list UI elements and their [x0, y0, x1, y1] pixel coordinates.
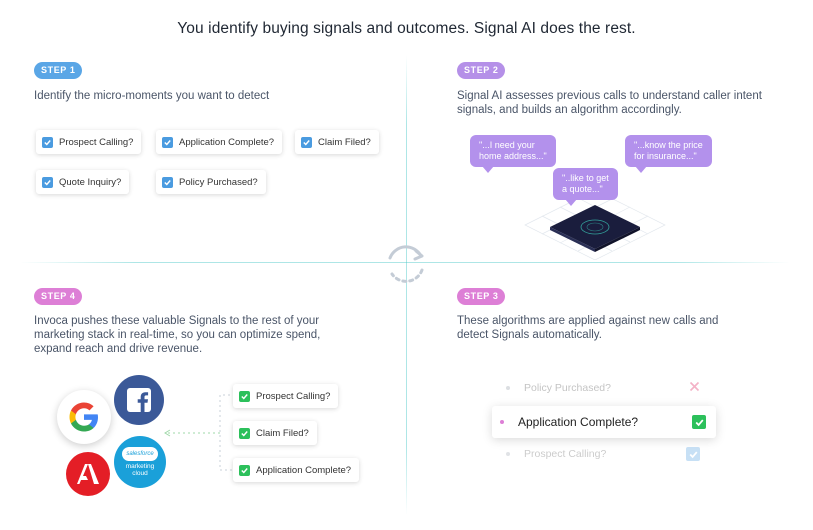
step1-chip-policy-purchased[interactable]: Policy Purchased? [156, 170, 266, 194]
step4-chip-prospect-calling[interactable]: Prospect Calling? [233, 384, 339, 408]
bubble-line: home address..." [479, 151, 547, 161]
step2-description-line2: signals, and builds an algorithm accordi… [457, 104, 682, 116]
checkbox-icon [42, 176, 53, 188]
bubble-line: "...know the price [634, 140, 703, 150]
vertical-divider [406, 55, 407, 515]
checkbox-icon [42, 136, 53, 148]
step1-chip-application-complete[interactable]: Application Complete? [156, 130, 283, 154]
salesforce-marketing-text: marketing [125, 463, 155, 470]
connector-lines [160, 392, 240, 482]
step4-description-line2: marketing stack in real-time, so you can… [34, 329, 321, 341]
step2-description-line1: Signal AI assesses previous calls to und… [457, 90, 762, 102]
step1-chip-claim-filed[interactable]: Claim Filed? [295, 130, 379, 154]
bubble-line: "...I need your [479, 140, 535, 150]
algorithm-platform-illustration [520, 189, 670, 261]
chip-label: Prospect Calling? [59, 136, 134, 148]
salesforce-marketing-cloud-logo: salesforce marketing cloud [114, 436, 166, 488]
step3-description-line1: These algorithms are applied against new… [457, 315, 719, 327]
chip-label: Policy Purchased? [179, 176, 258, 188]
check-icon [692, 415, 706, 429]
signal-label: Application Complete? [518, 415, 639, 429]
step3-badge: STEP 3 [457, 288, 506, 305]
chip-label: Prospect Calling? [256, 390, 331, 402]
x-icon [689, 381, 700, 395]
chip-label: Application Complete? [256, 464, 352, 476]
signal-label: Prospect Calling? [524, 448, 607, 460]
step4-chip-application-complete[interactable]: Application Complete? [233, 458, 360, 482]
speech-bubble-quote: "..like to get a quote..." [553, 168, 618, 206]
speech-bubble-address: "...I need your home address..." [470, 135, 556, 173]
salesforce-cloud-mark: salesforce [122, 447, 158, 461]
checkbox-icon [162, 176, 173, 188]
step1-chip-prospect-calling[interactable]: Prospect Calling? [36, 130, 142, 154]
step1-section: STEP 1 [34, 62, 83, 79]
cycle-icon [378, 236, 434, 292]
step3-section: STEP 3 [457, 288, 506, 305]
checkbox-icon [301, 136, 312, 148]
bubble-line: for insurance..." [634, 151, 697, 161]
signal-row-application-complete: Application Complete? [492, 406, 716, 438]
page-headline: You identify buying signals and outcomes… [177, 20, 636, 37]
step2-description: Signal AI assesses previous calls to und… [457, 89, 797, 117]
salesforce-cloud-text: cloud [132, 470, 148, 477]
checkbox-icon [162, 136, 173, 148]
checkbox-icon [239, 427, 250, 439]
checkbox-icon [239, 390, 250, 402]
step4-badge: STEP 4 [34, 288, 83, 305]
step4-chip-claim-filed[interactable]: Claim Filed? [233, 421, 317, 445]
signal-row-prospect-calling: Prospect Calling? [500, 444, 710, 464]
step1-chip-quote-inquiry[interactable]: Quote Inquiry? [36, 170, 130, 194]
adobe-logo [66, 452, 110, 496]
step3-description: These algorithms are applied against new… [457, 314, 797, 342]
step4-description-line1: Invoca pushes these valuable Signals to … [34, 315, 320, 327]
step1-badge: STEP 1 [34, 62, 83, 79]
facebook-logo [114, 375, 164, 425]
step2-section: STEP 2 [457, 62, 506, 79]
bullet-dot [500, 420, 504, 424]
chip-label: Claim Filed? [256, 427, 309, 439]
step3-description-line2: detect Signals automatically. [457, 329, 602, 341]
horizontal-divider [20, 262, 790, 263]
checkbox-icon [239, 464, 250, 476]
speech-bubble-price: "...know the price for insurance..." [625, 135, 712, 173]
step4-description-line3: expand reach and drive revenue. [34, 343, 203, 355]
step4-description: Invoca pushes these valuable Signals to … [34, 314, 384, 356]
bubble-line: a quote..." [562, 184, 603, 194]
chip-label: Claim Filed? [318, 136, 371, 148]
bullet-dot [506, 452, 510, 456]
google-logo [57, 390, 111, 444]
step4-section: STEP 4 [34, 288, 83, 305]
bubble-line: "..like to get [562, 173, 609, 183]
step1-description: Identify the micro-moments you want to d… [34, 90, 270, 102]
bullet-dot [506, 386, 510, 390]
check-icon [686, 447, 700, 461]
chip-label: Application Complete? [179, 136, 275, 148]
chip-label: Quote Inquiry? [59, 176, 122, 188]
signal-label: Policy Purchased? [524, 382, 611, 394]
signal-row-policy-purchased: Policy Purchased? [500, 378, 710, 398]
step2-badge: STEP 2 [457, 62, 506, 79]
